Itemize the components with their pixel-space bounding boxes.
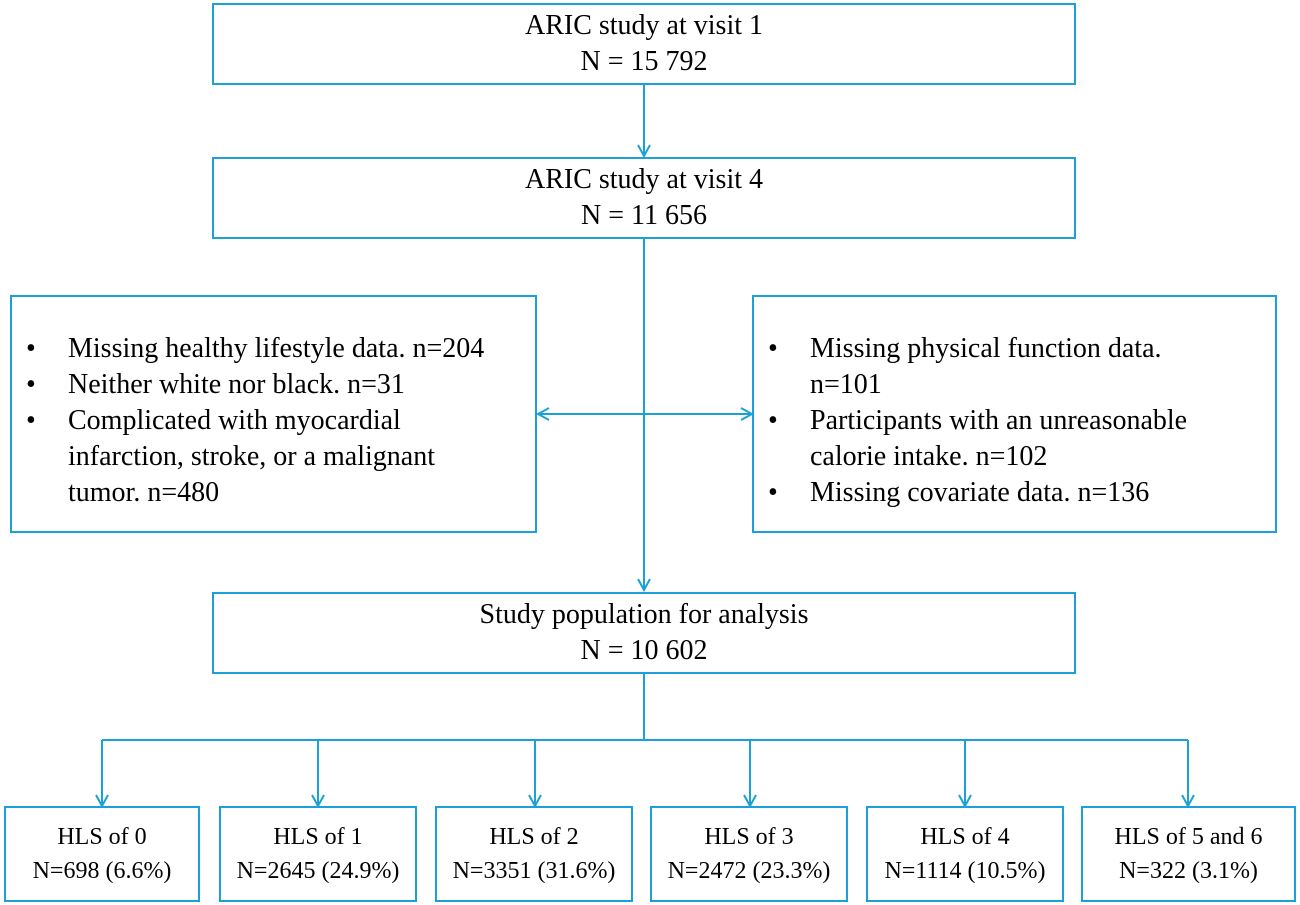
- analysis-box: Study population for analysis N = 10 602: [212, 592, 1076, 674]
- hls-group-label: HLS of 3: [704, 824, 794, 850]
- visit4-title: ARIC study at visit 4: [524, 164, 763, 195]
- hls-group-box: HLS of 2 N=3351 (31.6%): [435, 806, 633, 902]
- hls-group-box: HLS of 5 and 6 N=322 (3.1%): [1081, 806, 1296, 902]
- hls-group-count: N=3351 (31.6%): [452, 858, 616, 884]
- hls-group-label: HLS of 1: [273, 824, 363, 850]
- left-exclusions-list: Missing healthy lifestyle data. n=204 Ne…: [12, 331, 535, 511]
- hls-group-label: HLS of 2: [489, 824, 579, 850]
- visit4-count: N = 11 656: [581, 200, 707, 231]
- hls-group-label: HLS of 0: [57, 824, 147, 850]
- hls-group-count: N=698 (6.6%): [32, 858, 172, 884]
- exclusion-item: Missing covariate data. n=136: [754, 475, 1275, 511]
- hls-group-count: N=2645 (24.9%): [236, 858, 400, 884]
- analysis-title: Study population for analysis: [479, 599, 809, 630]
- hls-group-box: HLS of 1 N=2645 (24.9%): [219, 806, 417, 902]
- visit1-box: ARIC study at visit 1 N = 15 792: [212, 3, 1076, 85]
- hls-group-box: HLS of 4 N=1114 (10.5%): [866, 806, 1064, 902]
- exclusion-item: Missing healthy lifestyle data. n=204: [12, 331, 535, 367]
- right-exclusions-list: Missing physical function data. n=101 Pa…: [754, 331, 1275, 511]
- analysis-count: N = 10 602: [580, 635, 708, 666]
- exclusion-item: Missing physical function data. n=101: [754, 331, 1275, 403]
- visit1-count: N = 15 792: [580, 46, 708, 77]
- hls-group-count: N=322 (3.1%): [1119, 858, 1258, 884]
- hls-group-count: N=2472 (23.3%): [667, 858, 831, 884]
- hls-group-label: HLS of 5 and 6: [1114, 824, 1263, 850]
- visit1-title: ARIC study at visit 1: [524, 10, 763, 41]
- exclusion-item: Neither white nor black. n=31: [12, 367, 535, 403]
- hls-group-box: HLS of 3 N=2472 (23.3%): [650, 806, 848, 902]
- hls-group-count: N=1114 (10.5%): [884, 858, 1046, 884]
- exclusion-item: Participants with an unreasonable calori…: [754, 403, 1275, 475]
- right-exclusions-box: Missing physical function data. n=101 Pa…: [752, 295, 1277, 533]
- hls-group-box: HLS of 0 N=698 (6.6%): [4, 806, 200, 902]
- left-exclusions-box: Missing healthy lifestyle data. n=204 Ne…: [10, 295, 537, 533]
- visit4-box: ARIC study at visit 4 N = 11 656: [212, 157, 1076, 239]
- hls-group-label: HLS of 4: [920, 824, 1010, 850]
- exclusion-item: Complicated with myocardial infarction, …: [12, 403, 535, 511]
